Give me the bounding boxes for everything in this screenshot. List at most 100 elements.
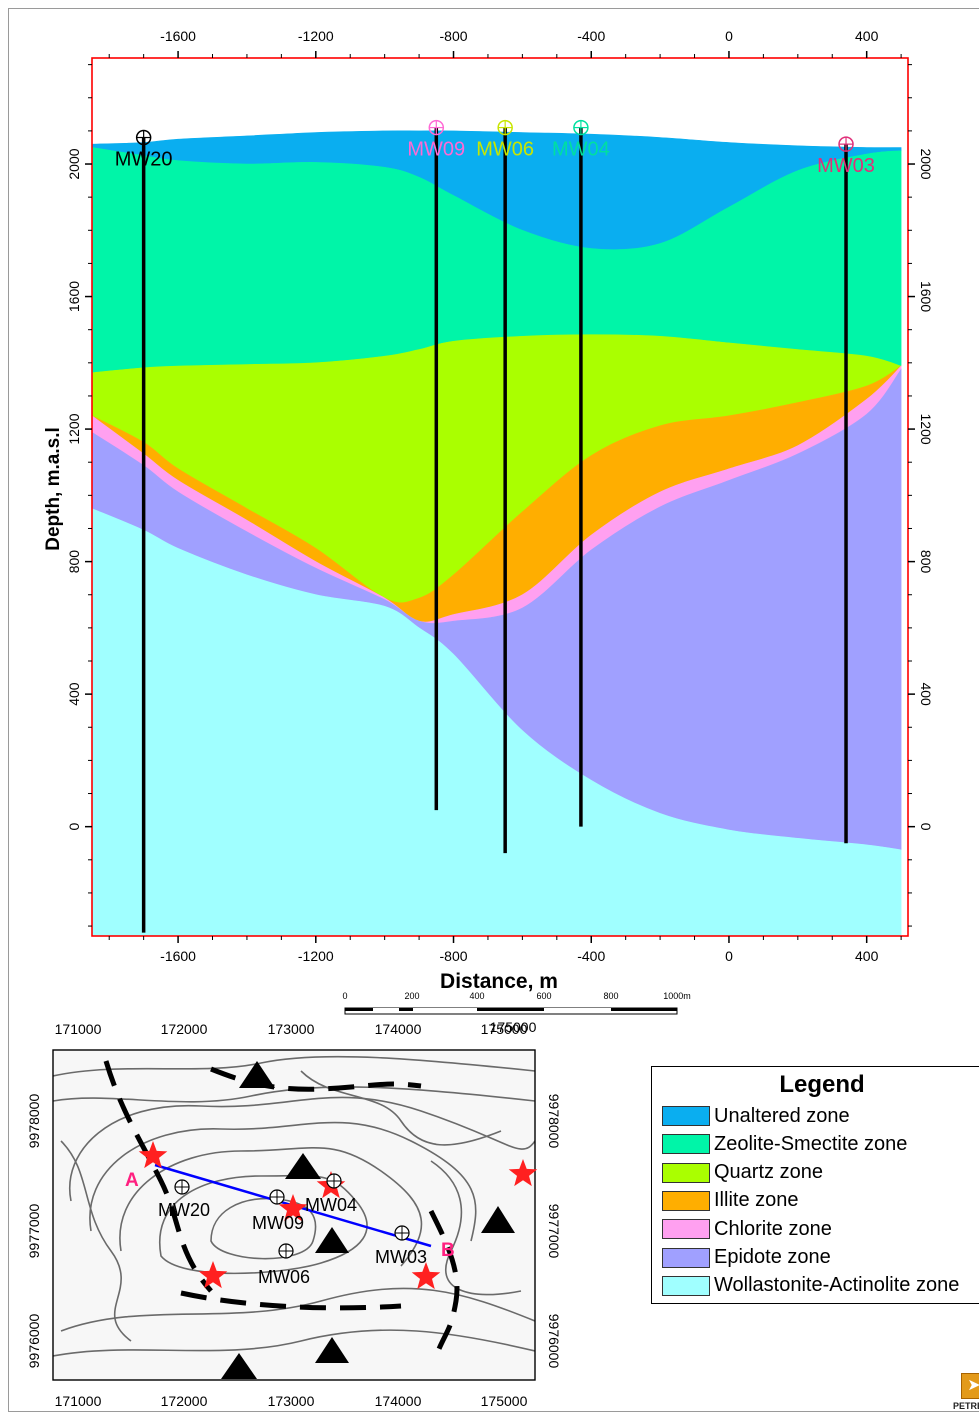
map-y-tick-label: 9977000: [26, 1204, 42, 1259]
legend-swatch: [662, 1247, 710, 1268]
x-tick-label: 400: [855, 28, 879, 44]
map-x-tick-label-overlap: 175000: [490, 1019, 537, 1035]
volcano-triangles: [221, 1061, 515, 1379]
x-tick-label: 0: [725, 28, 733, 44]
map-x-tick-label: 172000: [161, 1393, 208, 1409]
x-tick-label: -400: [577, 28, 605, 44]
map-well-icon: [174, 1179, 190, 1195]
x-tick-label: -800: [440, 948, 468, 964]
map-well-icon: [269, 1189, 285, 1205]
legend-label: Chlorite zone: [714, 1217, 832, 1240]
y-tick-label: 2000: [918, 148, 934, 179]
legend-item: Epidote zone: [662, 1245, 831, 1271]
triangle-icon: [221, 1353, 257, 1379]
x-tick-label: -1600: [160, 948, 196, 964]
y-tick-label: 0: [66, 823, 82, 831]
legend-item: Illite zone: [662, 1188, 799, 1214]
map-x-tick-label: 174000: [375, 1393, 422, 1409]
triangle-icon: [239, 1061, 275, 1088]
chart-axes: -1600-1600-1200-1200-800-800-400-4000040…: [66, 28, 934, 964]
well-symbol-icon: [838, 136, 854, 152]
map-well-icon: [326, 1173, 342, 1189]
scale-bar-segment: [345, 1008, 373, 1011]
contour-lines: [53, 1055, 535, 1357]
legend-label: Epidote zone: [714, 1246, 831, 1268]
legend-label: Unaltered zone: [714, 1104, 850, 1127]
legend-title: Legend: [779, 1071, 865, 1098]
scale-bar-segment: [399, 1008, 413, 1011]
scale-bar-label: 600: [536, 991, 551, 1001]
legend-item: Unaltered zone: [662, 1103, 850, 1129]
logo-text: PETREL: [953, 1401, 979, 1411]
legend-swatch: [662, 1162, 710, 1183]
legend-swatch: [662, 1134, 710, 1155]
y-tick-label: 1600: [66, 281, 82, 312]
triangle-icon: [315, 1337, 349, 1363]
map-x-tick-label: 173000: [268, 1393, 315, 1409]
star-icon: [138, 1141, 168, 1169]
scale-bar-segment: [413, 1008, 477, 1011]
chart-border: [91, 57, 909, 937]
x-tick-label: 400: [855, 948, 879, 964]
map-x-tick-label: 173000: [268, 1021, 315, 1037]
star-icon: [198, 1261, 228, 1289]
legend-item: Chlorite zone: [662, 1216, 832, 1242]
y-tick-label: 2000: [66, 148, 82, 179]
map-x-tick-label: 172000: [161, 1021, 208, 1037]
y-tick-label: 400: [66, 682, 82, 706]
well-label: MW03: [817, 155, 875, 177]
legend-swatch: [662, 1106, 710, 1126]
triangle-icon: [315, 1227, 349, 1253]
scale-bar-segment: [373, 1008, 399, 1011]
map-x-tick-label: 171000: [55, 1021, 102, 1037]
x-tick-label: -1200: [298, 948, 334, 964]
map-y-tick-label: 9976000: [26, 1314, 42, 1369]
y-tick-label: 1600: [918, 281, 934, 312]
scale-bar-label: 1000m: [663, 991, 691, 1001]
scale-bar-label: 0: [342, 991, 347, 1001]
map-well-label: MW04: [305, 1195, 357, 1215]
map-y-tick-label: 9978000: [546, 1094, 562, 1149]
x-tick-label: -800: [440, 28, 468, 44]
star-icon: [411, 1262, 441, 1290]
scale-bar-segment: [611, 1008, 677, 1011]
well-symbol-icon: [428, 119, 445, 136]
map-border: [52, 1049, 536, 1381]
scale-bar-label: 400: [469, 991, 484, 1001]
legend-label: Wollastonite-Actinolite zone: [714, 1274, 960, 1297]
map-x-tick-label: 175000: [481, 1393, 528, 1409]
y-tick-label: 400: [918, 682, 934, 706]
well-label: MW06: [476, 139, 534, 161]
petrel-logo-icon: ➤: [961, 1373, 979, 1399]
y-tick-label: 800: [66, 550, 82, 574]
scale-bar-segment: [544, 1008, 611, 1011]
legend-label: Quartz zone: [714, 1161, 823, 1184]
map-y-tick-label: 9978000: [26, 1094, 42, 1149]
triangle-icon: [481, 1206, 515, 1233]
x-tick-label: -1200: [298, 28, 334, 44]
well-symbol-icon: [573, 119, 589, 136]
y-tick-label: 1200: [918, 414, 934, 445]
x-axis-label: Distance, m: [440, 970, 558, 993]
map-y-tick-label: 9977000: [546, 1204, 562, 1259]
scale-bar: 0 200 400 600 800 1000m: [342, 991, 691, 1015]
map-well-label: MW09: [252, 1213, 304, 1233]
scale-bar-label: 200: [404, 991, 419, 1001]
legend-swatch: [662, 1190, 710, 1211]
legend-label: Illite zone: [714, 1189, 799, 1212]
legend-item: Wollastonite-Actinolite zone: [662, 1273, 959, 1299]
legend-label: Zeolite-Smectite zone: [714, 1132, 908, 1155]
map-well-label: MW03: [375, 1247, 427, 1267]
legend-item: Quartz zone: [662, 1160, 823, 1186]
section-start-label: A: [125, 1170, 139, 1191]
scale-bar-label: 800: [603, 991, 618, 1001]
well-label: MW09: [407, 139, 465, 161]
legend-item: Zeolite-Smectite zone: [662, 1131, 907, 1157]
well-label: MW20: [115, 149, 173, 171]
fault-lines: [103, 1060, 460, 1357]
